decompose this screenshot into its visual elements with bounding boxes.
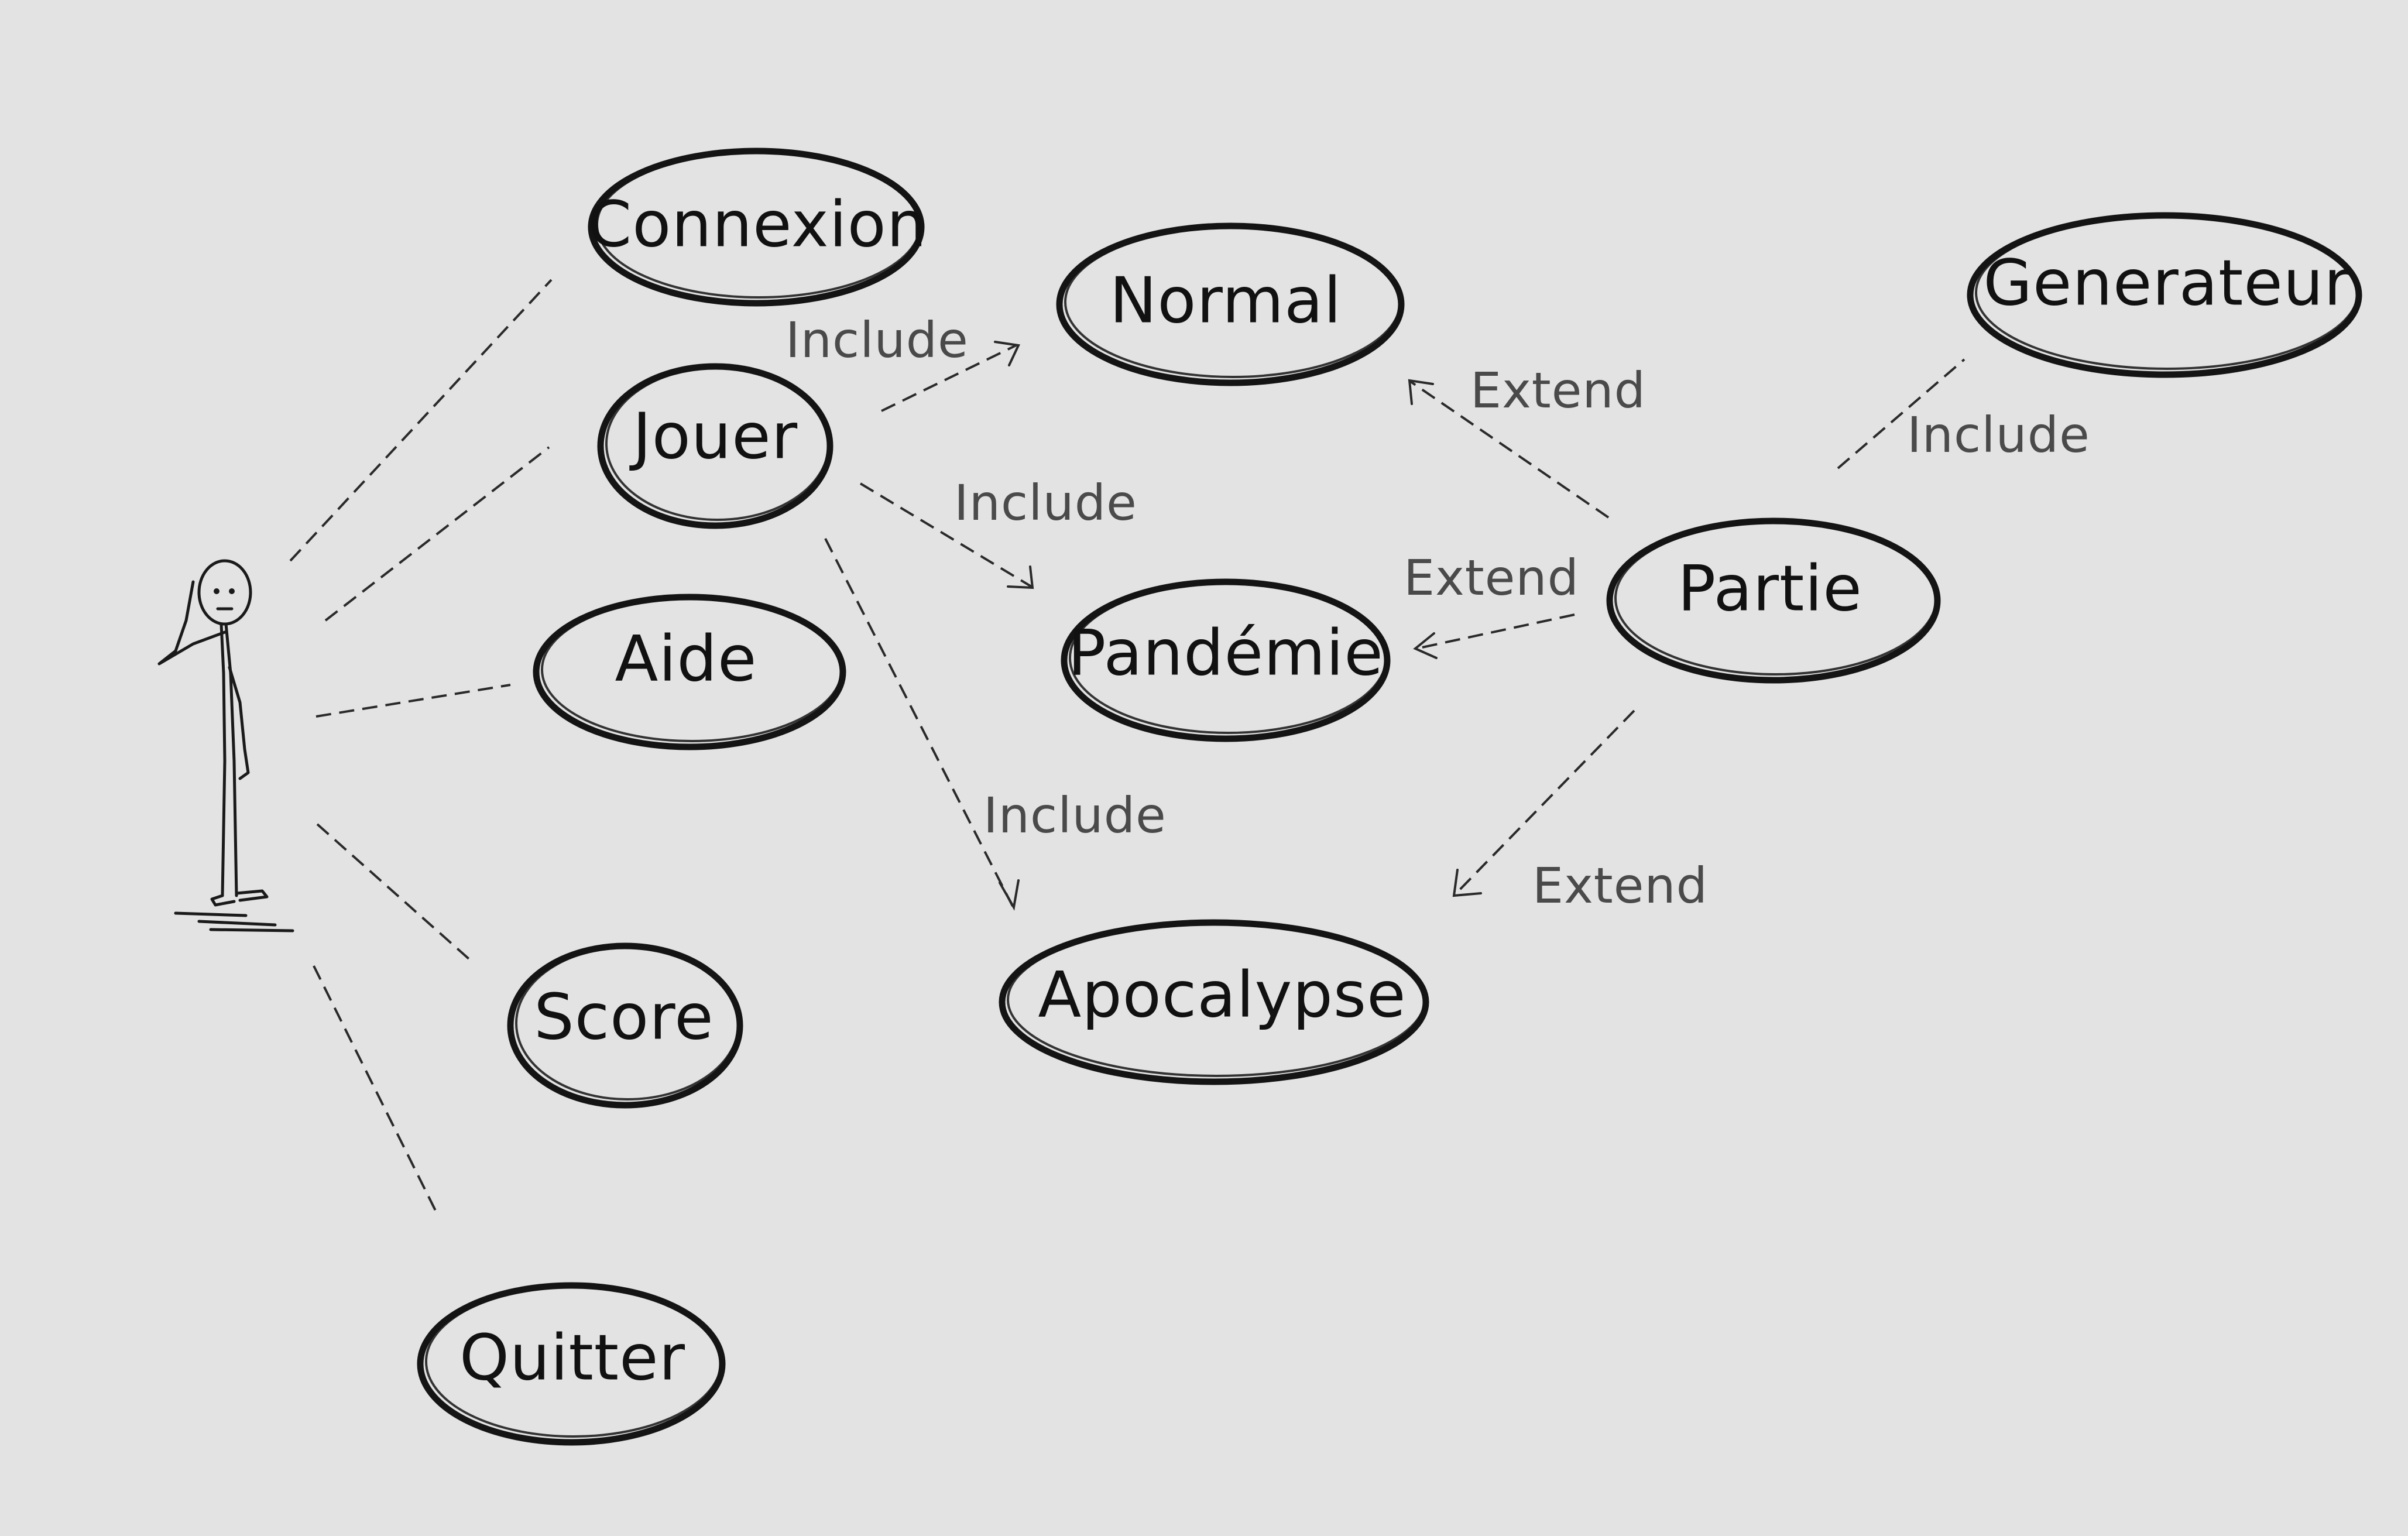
- arrowhead-partie-apocalypse: [1452, 869, 1482, 897]
- usecase-quitter[interactable]: Quitter: [417, 1282, 726, 1446]
- actor-eye-left: [214, 588, 219, 594]
- usecase-jouer[interactable]: Jouer: [597, 363, 833, 529]
- actor-body-left: [219, 622, 227, 897]
- actor-head: [197, 559, 252, 626]
- label-extend-partie-pandemie: Extend: [1404, 549, 1579, 606]
- arrowhead-jouer-normal: [994, 341, 1020, 366]
- rel-line-partie-normal: [1409, 380, 1610, 519]
- relationship-labels: Include Include Include Extend Extend Ex…: [785, 311, 2090, 914]
- usecase-partie[interactable]: Partie: [1606, 517, 1941, 684]
- label-extend-partie-normal: Extend: [1470, 362, 1646, 419]
- usecase-apocalypse[interactable]: Apocalypse: [999, 919, 1429, 1085]
- actor-arm-left: [157, 580, 227, 666]
- usecase-label-jouer: Jouer: [629, 400, 798, 474]
- usecase-label-pandemie: Pandémie: [1068, 617, 1384, 690]
- usecase-label-score: Score: [534, 981, 714, 1054]
- relationships: [824, 341, 1965, 911]
- actor-foot-left: [210, 894, 236, 907]
- usecase-label-partie: Partie: [1678, 553, 1862, 626]
- usecase-label-apocalypse: Apocalypse: [1038, 959, 1406, 1032]
- actor-eye-right: [229, 588, 235, 594]
- usecase-label-normal: Normal: [1110, 265, 1342, 338]
- label-include-partie-generateur: Include: [1907, 406, 2090, 464]
- actor-foot-right: [235, 889, 269, 902]
- usecase-connexion[interactable]: Connexion: [588, 148, 927, 307]
- actor-body-right: [224, 622, 238, 897]
- label-extend-partie-apocalypse: Extend: [1532, 857, 1708, 914]
- assoc-line-jouer: [324, 446, 550, 622]
- rel-line-jouer-normal: [881, 344, 1017, 412]
- arrowhead-jouer-pandemie: [1007, 565, 1034, 589]
- rel-line-jouer-pandemie: [859, 482, 1033, 588]
- assoc-line-connexion: [289, 279, 553, 562]
- label-include-jouer-pandemie: Include: [954, 474, 1137, 532]
- usecase-pandemie[interactable]: Pandémie: [1061, 578, 1391, 742]
- actor-stick-figure: [157, 559, 294, 932]
- usecase-label-connexion: Connexion: [588, 188, 927, 262]
- assoc-line-aide: [315, 684, 511, 718]
- usecase-label-quitter: Quitter: [459, 1322, 685, 1395]
- arrowhead-jouer-apocalypse: [999, 879, 1020, 911]
- usecase-normal[interactable]: Normal: [1056, 222, 1405, 386]
- usecase-aide[interactable]: Aide: [533, 594, 846, 750]
- arrowhead-partie-pandemie: [1413, 632, 1438, 659]
- usecase-label-aide: Aide: [615, 623, 757, 696]
- usecase-label-generateur: Generateur: [1983, 247, 2350, 320]
- actor-shadow: [174, 911, 294, 932]
- usecase-generateur[interactable]: Generateur: [1967, 212, 2362, 378]
- rel-line-partie-generateur: [1837, 358, 1965, 469]
- label-include-jouer-apocalypse: Include: [983, 787, 1167, 844]
- assoc-line-score: [316, 823, 475, 965]
- rel-line-jouer-apocalypse: [824, 538, 1014, 907]
- rel-line-partie-apocalypse: [1454, 709, 1635, 896]
- usecase-score[interactable]: Score: [507, 942, 743, 1109]
- actor-arm-right: [228, 666, 250, 780]
- label-include-jouer-normal: Include: [785, 311, 969, 369]
- rel-line-partie-pandemie: [1416, 613, 1575, 650]
- assoc-line-quitter: [313, 965, 439, 1216]
- associations: [289, 279, 553, 1216]
- arrowhead-partie-normal: [1408, 379, 1434, 405]
